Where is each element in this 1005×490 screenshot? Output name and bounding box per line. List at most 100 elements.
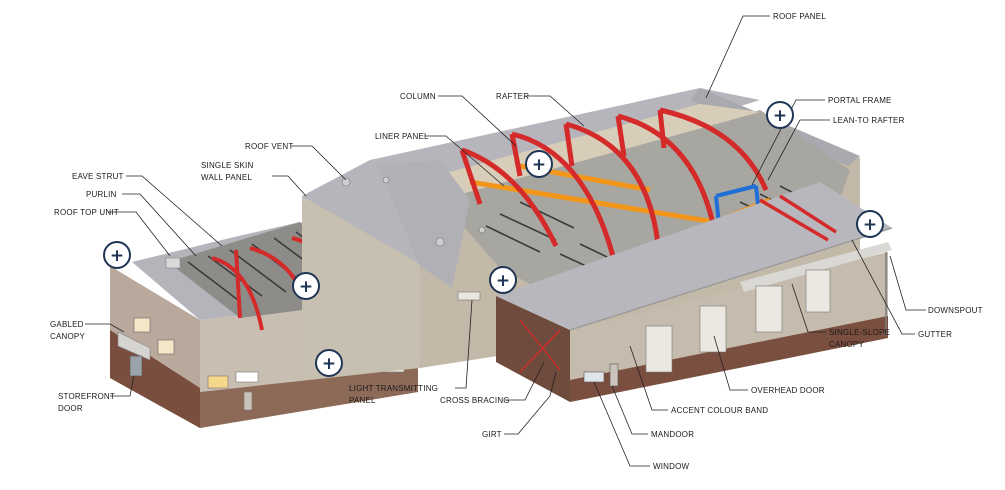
leader-eave-strut — [126, 175, 223, 247]
label-rafter: RAFTER — [496, 92, 529, 101]
leader-downspout — [889, 255, 926, 311]
light-transmitting-panel-shape — [457, 291, 481, 301]
label-single-slope-canopy-line2: CANOPY — [829, 340, 864, 349]
label-single-skin-wall-panel-line1: SINGLE SKIN — [201, 161, 253, 170]
gabled-canopy-shape — [117, 331, 151, 361]
plus-icon: + — [532, 155, 546, 175]
leader-lines — [85, 15, 926, 467]
gutter-shape — [569, 227, 893, 331]
label-liner-panel: LINER PANEL — [375, 132, 429, 141]
leader-portal-frame — [751, 99, 825, 186]
hotspot-button[interactable]: + — [292, 272, 320, 300]
leader-roof-vent — [291, 145, 347, 181]
label-portal-frame: PORTAL FRAME — [828, 96, 892, 105]
roof-vent-shape — [435, 237, 445, 247]
lean-to-end-wall — [496, 296, 570, 402]
hotspots: + + + + + + + — [103, 101, 884, 377]
roof-vent-shape — [382, 176, 390, 184]
leader-single-skin-wall-panel — [272, 175, 307, 197]
label-downspout: DOWNSPOUT — [928, 306, 983, 315]
leader-liner-panel — [425, 135, 505, 187]
plus-icon: + — [863, 215, 877, 235]
label-eave-strut: EAVE STRUT — [72, 172, 124, 181]
label-cross-bracing: CROSS BRACING — [440, 396, 510, 405]
cross-bracing-shape — [519, 319, 561, 373]
leader-purlin — [122, 193, 197, 257]
label-storefront-door-line2: DOOR — [58, 404, 83, 413]
label-roof-panel: ROOF PANEL — [773, 12, 826, 21]
label-roof-top-unit: ROOF TOP UNIT — [54, 208, 119, 217]
hotspot-button[interactable]: + — [489, 266, 517, 294]
leader-accent-colour-band — [629, 345, 668, 411]
overhead-door-shape — [805, 269, 831, 313]
label-single-slope-canopy-line1: SINGLE-SLOPE — [829, 328, 890, 337]
leader-light-transmitting-panel — [455, 299, 473, 389]
annex-sign — [235, 371, 259, 383]
leader-single-slope-canopy — [791, 283, 826, 333]
leader-storefront-door — [110, 375, 135, 397]
overhead-door-shape — [699, 305, 727, 353]
leader-roof-panel — [705, 15, 770, 99]
annex-front-band — [200, 368, 418, 428]
roof-vent-shape — [341, 177, 351, 187]
main-rafters — [459, 107, 769, 281]
leader-roof-top-unit — [108, 211, 171, 257]
label-mandoor: MANDOOR — [651, 430, 694, 439]
callout-labels: ROOF PANEL PORTAL FRAME LEAN-TO RAFTER C… — [50, 12, 983, 471]
label-gutter: GUTTER — [918, 330, 952, 339]
label-light-transmitting-panel-line1: LIGHT TRANSMITTING — [349, 384, 438, 393]
plus-icon: + — [496, 271, 510, 291]
accent-colour-band-shape — [570, 316, 888, 402]
leader-overhead-door — [713, 335, 748, 391]
overhead-door-shape — [755, 285, 783, 333]
hotspot-button[interactable]: + — [766, 101, 794, 129]
front-lean-to — [496, 182, 893, 402]
plus-icon: + — [110, 246, 124, 266]
label-roof-vent: ROOF VENT — [245, 142, 293, 151]
hotspot-button[interactable]: + — [856, 210, 884, 238]
label-accent-colour-band: ACCENT COLOUR BAND — [671, 406, 768, 415]
plus-icon: + — [773, 106, 787, 126]
hotspot-button[interactable]: + — [103, 241, 131, 269]
label-window: WINDOW — [653, 462, 690, 471]
label-lean-to-rafter: LEAN-TO RAFTER — [833, 116, 905, 125]
leader-girt — [504, 371, 557, 435]
label-gabled-canopy-line1: GABLED — [50, 320, 84, 329]
label-girt: GIRT — [482, 430, 502, 439]
leader-mandoor — [611, 385, 648, 435]
label-single-skin-wall-panel-line2: WALL PANEL — [201, 173, 252, 182]
main-front-roof — [378, 160, 470, 288]
leader-lean-to-rafter — [767, 119, 830, 181]
leader-rafter — [525, 95, 585, 127]
plus-icon: + — [322, 354, 336, 374]
leader-window — [593, 381, 650, 467]
label-overhead-door: OVERHEAD DOOR — [751, 386, 825, 395]
hotspot-button[interactable]: + — [315, 349, 343, 377]
label-purlin: PURLIN — [86, 190, 117, 199]
leader-column — [438, 95, 517, 147]
annex-window — [157, 339, 175, 355]
leader-gabled-canopy — [85, 323, 125, 333]
storefront-door-shape — [129, 355, 143, 377]
single-slope-canopy-shape — [740, 242, 892, 292]
roof-top-unit-box — [165, 257, 181, 269]
plus-icon: + — [299, 277, 313, 297]
label-light-transmitting-panel-line2: PANEL — [349, 396, 376, 405]
roof-vent-shape — [478, 226, 486, 234]
window-shape — [583, 371, 605, 383]
annex-front-window — [207, 375, 229, 389]
label-storefront-door-line1: STOREFRONT — [58, 392, 115, 401]
leader-gutter — [851, 239, 915, 335]
hotspot-button[interactable]: + — [525, 150, 553, 178]
annex-accent-band — [110, 330, 200, 428]
annex-window — [133, 317, 151, 333]
overhead-door-shape — [645, 325, 673, 373]
annex-mandoor — [243, 391, 253, 411]
leader-cross-bracing — [505, 361, 545, 401]
label-gabled-canopy-line2: CANOPY — [50, 332, 85, 341]
label-column: COLUMN — [400, 92, 436, 101]
lean-to-rafters — [759, 194, 837, 242]
mandoor-shape — [609, 363, 619, 387]
